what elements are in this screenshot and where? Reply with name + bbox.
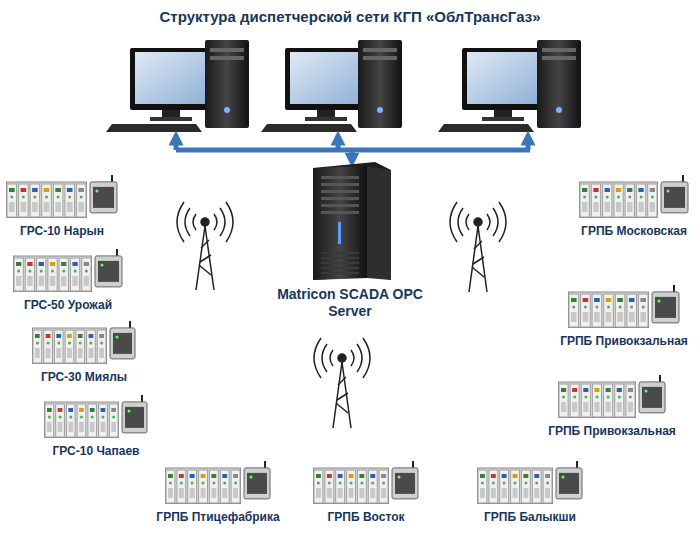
- device-node: ГРПБ Восток: [313, 460, 419, 524]
- computer: [106, 40, 249, 132]
- device-node: ГРПБ Привокзальная: [546, 374, 678, 438]
- device-node: ГРС-10 Нарын: [6, 174, 118, 238]
- station-label: ГРС-10 Нарын: [6, 224, 118, 238]
- station-label: ГРС-30 Миялы: [32, 370, 136, 384]
- device-node: ГРС-30 Миялы: [32, 320, 136, 384]
- computer: [261, 40, 402, 132]
- device-node: ГРПБ Птицефабрика: [154, 460, 282, 524]
- plc-device: [165, 460, 271, 504]
- station-label: ГРС-10 Чапаев: [44, 444, 148, 458]
- plc-device: [313, 460, 419, 504]
- plc-device: [13, 248, 123, 292]
- plc-device: [32, 320, 136, 364]
- plc-device: [568, 284, 680, 328]
- station-label: ГРПБ Привокзальная: [546, 424, 678, 438]
- device-node: ГРПБ Привокзальная: [558, 284, 690, 348]
- diagram-title: Структура диспетчерской сети КГП «ОблТра…: [0, 8, 700, 25]
- station-label: ГРПБ Восток: [313, 510, 419, 524]
- server-tower: [305, 160, 395, 282]
- device-node: ГРС-10 Чапаев: [44, 394, 148, 458]
- radio-tower: [314, 338, 370, 428]
- radio-tower: [177, 202, 233, 290]
- station-label: ГРПБ Привокзальная: [558, 334, 690, 348]
- plc-device: [44, 394, 148, 438]
- device-node: ГРПБ Московская: [579, 174, 689, 238]
- computer: [438, 40, 581, 132]
- radio-tower: [450, 202, 506, 292]
- server-node: Matricon SCADA OPC Server: [273, 160, 427, 320]
- network-bus: [176, 138, 530, 160]
- device-node: ГРПБ Балыкши: [477, 460, 583, 524]
- station-label: ГРПБ Птицефабрика: [154, 510, 282, 524]
- plc-device: [477, 460, 583, 504]
- plc-device: [6, 174, 118, 218]
- plc-device: [579, 174, 689, 218]
- station-label: ГРС-50 Урожай: [13, 298, 123, 312]
- station-label: ГРПБ Московская: [579, 224, 689, 238]
- plc-device: [558, 374, 666, 418]
- device-node: ГРС-50 Урожай: [13, 248, 123, 312]
- server-label: Matricon SCADA OPC Server: [275, 286, 425, 320]
- station-label: ГРПБ Балыкши: [477, 510, 583, 524]
